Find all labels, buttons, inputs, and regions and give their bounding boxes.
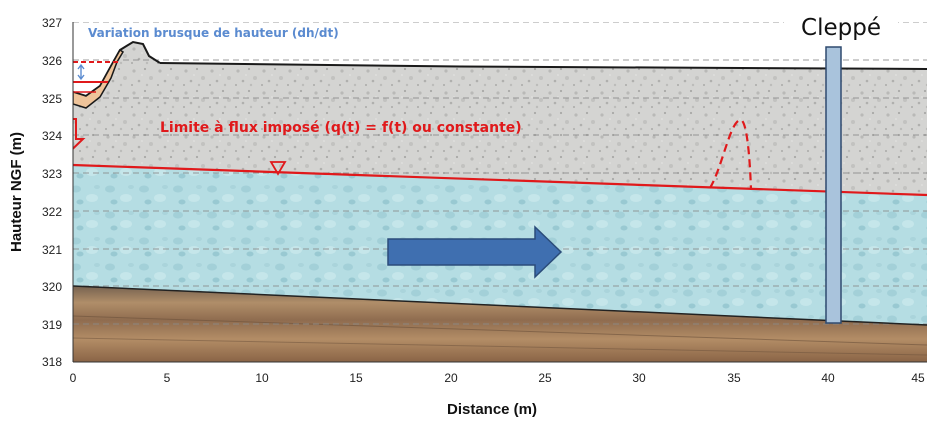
x-tick-label: 20 (444, 371, 458, 385)
x-tick-label: 25 (538, 371, 552, 385)
recharge-mound (709, 118, 753, 191)
y-tick-label: 324 (42, 129, 62, 143)
flow-arrow-icon (387, 225, 563, 279)
y-tick-label: 320 (42, 280, 62, 294)
x-tick-label: 10 (255, 371, 269, 385)
x-tick-label: 45 (911, 371, 925, 385)
x-tick-label: 15 (349, 371, 363, 385)
x-tick-label: 30 (632, 371, 646, 385)
flux-boundary-annotation: Limite à flux imposé (q(t) = f(t) ou con… (160, 120, 522, 136)
substratum-stratum-line (73, 315, 927, 346)
ground-surface-line (159, 62, 927, 70)
x-tick-label: 40 (821, 371, 835, 385)
water-table-line (73, 163, 927, 197)
x-tick-label: 35 (727, 371, 741, 385)
down-arrow-icon (73, 118, 86, 150)
y-axis-title: Hauteur NGF (m) (8, 132, 25, 252)
substratum-layer (73, 286, 927, 362)
sky-area (73, 22, 927, 96)
y-tick-label: 318 (42, 355, 62, 369)
x-tick-label: 5 (164, 371, 171, 385)
dh-dt-annotation: Variation brusque de hauteur (dh/dt) (88, 26, 339, 40)
y-tick-label: 319 (42, 318, 62, 332)
water-table-triangle-icon (269, 161, 287, 176)
well-label-bg (784, 10, 898, 42)
grid-lines (73, 22, 927, 325)
level-change-arrow-icon (77, 63, 85, 81)
river-bank-fill (73, 48, 125, 109)
x-axis-title: Distance (m) (447, 401, 537, 418)
y-tick-label: 326 (42, 54, 62, 68)
piezometer-well (825, 46, 842, 324)
x-tick-labels: 0 5 10 15 20 25 30 35 40 45 (70, 371, 925, 385)
substratum-stratum-line (73, 337, 927, 356)
substratum-top-line (73, 285, 927, 326)
y-tick-label: 327 (42, 16, 62, 30)
well-label: Cleppé (801, 15, 881, 41)
x-tick-label: 0 (70, 371, 77, 385)
y-tick-label: 325 (42, 92, 62, 106)
y-tick-labels: 327 326 325 324 323 322 321 320 319 318 (42, 16, 62, 369)
y-tick-label: 322 (42, 205, 62, 219)
y-tick-label: 323 (42, 167, 62, 181)
y-tick-label: 321 (42, 243, 62, 257)
